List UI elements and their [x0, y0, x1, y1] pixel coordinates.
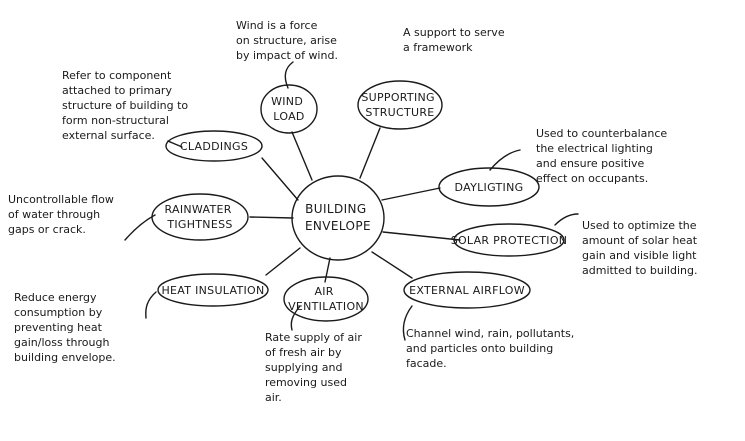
note-solar-protection: Used to optimize the amount of solar hea…: [582, 219, 698, 277]
note-wind-load: Wind is a force on structure, arise by i…: [236, 19, 338, 62]
note-air-ventilation: Rate supply of air of fresh air by suppl…: [265, 331, 362, 404]
node-external-airflow-label: EXTERNAL AIRFLOW: [409, 284, 525, 297]
node-wind-load-outline: [260, 84, 318, 134]
heat-insulation-line-1: HEAT INSULATION: [161, 284, 264, 297]
spoke-heat-insulation: [265, 247, 301, 276]
spoke-external-airflow: [371, 251, 413, 279]
node-solar-protection-label: SOLAR PROTECTION: [451, 234, 568, 247]
note-daylighting: Used to counterbalance the electrical li…: [536, 127, 668, 185]
supporting-structure-line-1: SUPPORTING: [361, 91, 435, 104]
node-heat-insulation-label: HEAT INSULATION: [161, 284, 264, 297]
wind-load-line-1: WIND: [271, 95, 303, 108]
node-claddings-label: CLADDINGS: [180, 140, 248, 153]
node-daylighting-label: DAYLIGTING: [455, 181, 524, 194]
note-heat-insulation: Reduce energy consumption by preventing …: [14, 291, 116, 364]
supporting-structure-line-2: STRUCTURE: [365, 106, 434, 119]
solar-protection-line-1: SOLAR PROTECTION: [451, 234, 568, 247]
center-label-line-1: BUILDING: [305, 202, 367, 216]
rainwater-line-2: TIGHTNESS: [166, 218, 232, 231]
air-ventilation-line-1: AIR: [314, 285, 333, 298]
daylighting-line-1: DAYLIGTING: [455, 181, 524, 194]
leader-rainwater: [124, 214, 156, 241]
node-rainwater-label: RAINWATER TIGHTNESS: [165, 203, 236, 231]
leader-wind-load: [284, 61, 294, 89]
spoke-air-ventilation: [324, 257, 331, 283]
node-heat-insulation-outline: [157, 273, 269, 307]
node-claddings-outline: [165, 130, 263, 162]
node-daylighting-outline: [438, 167, 540, 207]
note-external-airflow: Channel wind, rain, pollutants, and part…: [406, 327, 575, 370]
claddings-line-1: CLADDINGS: [180, 140, 248, 153]
spoke-solar-protection: [382, 231, 461, 241]
node-wind-load-label: WIND LOAD: [271, 95, 307, 123]
leader-solar-protection: [554, 213, 579, 226]
center-node-outline: [291, 175, 385, 261]
center-node-label: BUILDING ENVELOPE: [305, 202, 371, 233]
node-air-ventilation-outline: [283, 276, 369, 322]
wind-load-line-2: LOAD: [273, 110, 304, 123]
leader-daylighting: [489, 149, 521, 171]
note-supporting-structure: A support to serve a framework: [403, 26, 505, 54]
center-label-line-2: ENVELOPE: [305, 219, 371, 233]
note-claddings: Refer to component attached to primary s…: [62, 69, 189, 142]
leader-air-ventilation: [290, 305, 301, 331]
air-ventilation-line-2: VENTILATION: [288, 300, 364, 313]
leader-external-airflow: [402, 305, 413, 341]
node-external-airflow-outline: [403, 271, 531, 309]
spoke-claddings: [261, 157, 299, 201]
node-rainwater-outline: [151, 193, 249, 241]
node-solar-protection-outline: [453, 223, 565, 257]
spoke-wind-load: [291, 131, 313, 181]
external-airflow-line-1: EXTERNAL AIRFLOW: [409, 284, 525, 297]
spoke-rainwater: [249, 216, 294, 219]
node-supporting-structure-label: SUPPORTING STRUCTURE: [361, 91, 438, 119]
node-supporting-structure-outline: [357, 80, 443, 130]
spoke-supporting-structure: [359, 127, 381, 179]
node-air-ventilation-label: AIR VENTILATION: [288, 285, 364, 313]
spoke-daylighting: [381, 187, 441, 201]
rainwater-line-1: RAINWATER: [165, 203, 232, 216]
note-rainwater: Uncontrollable flow of water through gap…: [8, 193, 114, 236]
leader-heat-insulation: [145, 291, 157, 319]
